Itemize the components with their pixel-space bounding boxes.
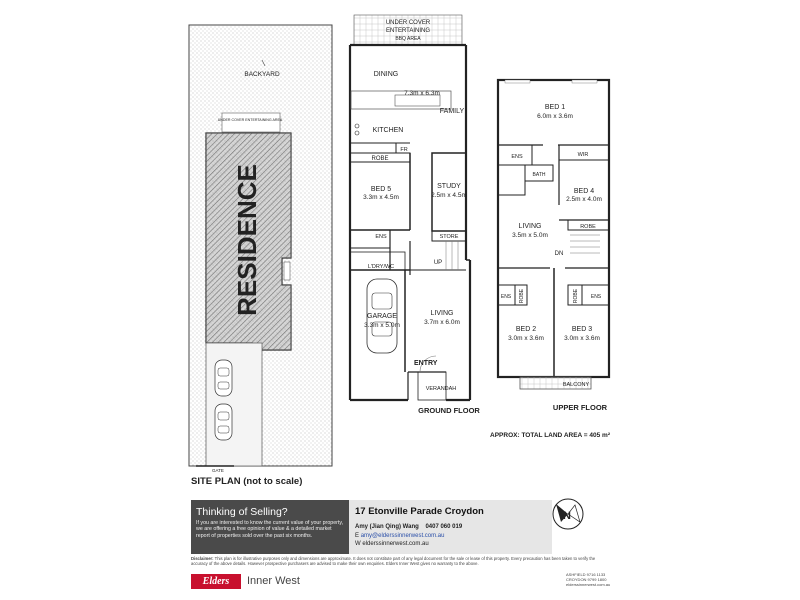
bed2-dims: 3.0m x 3.6m <box>508 335 544 342</box>
uf-ens-top-label: ENS <box>511 154 523 160</box>
office-line-3: elderssinnerwest.com.au <box>566 582 611 587</box>
ldry-wc-label: L'DRY/WC <box>368 264 394 270</box>
wir-label: WIR <box>578 152 589 158</box>
elders-logo: Elders <box>191 574 241 589</box>
gf-living-dims: 3.7m x 6.0m <box>424 319 460 326</box>
web-prefix: W <box>355 541 361 547</box>
agent-email-link[interactable]: amy@elderssinnerwest.com.au <box>360 533 445 539</box>
gf-robe-label: ROBE <box>371 156 388 162</box>
backyard-label: BACKYARD <box>244 71 280 78</box>
office-line-2: CROYDON 9799 1800 <box>566 577 607 582</box>
bed5-dims: 3.3m x 4.5m <box>363 194 399 201</box>
verandah-label: VERANDAH <box>426 386 457 392</box>
garage-dims: 3.3m x 5.0m <box>364 322 400 329</box>
uf-robe-right-label: ROBE <box>573 288 579 303</box>
upper-floor-plan <box>496 78 611 390</box>
family-label: FAMILY <box>440 108 465 115</box>
gate-label: GATE <box>212 468 224 473</box>
disclaimer: Disclaimer: This plan is for illustrativ… <box>191 556 611 566</box>
study-label: STUDY <box>437 183 461 190</box>
study-dims: 2.5m x 4.5m <box>431 192 467 199</box>
bed1-label: BED 1 <box>545 104 565 111</box>
upper-floor-labels: BED 1 6.0m x 3.6m ENS WIR BATH BED 4 2.5… <box>501 104 608 412</box>
brand-region: Inner West <box>247 575 300 587</box>
ground-floor-plan <box>348 14 472 402</box>
agent-row: Amy (Jian Qing) Wang 0407 060 019 <box>355 524 462 530</box>
listing-panel: 17 Etonville Parade Croydon Amy (Jian Qi… <box>349 500 552 554</box>
site-undercover-label: UNDER COVER ENTERTAINING AREA <box>218 118 283 122</box>
property-address: 17 Etonville Parade Croydon <box>355 506 484 517</box>
bed3-label: BED 3 <box>572 326 592 333</box>
bed2-label: BED 2 <box>516 326 536 333</box>
gf-undercover-tiles <box>353 14 463 46</box>
entry-label: ENTRY <box>414 360 438 367</box>
disclaimer-text: This plan is for illustrative purposes o… <box>191 556 596 567</box>
office-line-1: ASHFIELD 9716 1133 <box>566 572 606 577</box>
dining-label: DINING <box>374 71 399 78</box>
bed5-label: BED 5 <box>371 186 391 193</box>
car-icon <box>214 403 233 441</box>
uf-living-label: LIVING <box>519 223 542 230</box>
ground-floor-labels: UNDER COVER ENTERTAINING BBQ AREA DINING… <box>363 20 480 415</box>
selling-panel: Thinking of Selling? If you are interest… <box>191 500 349 554</box>
site-window <box>283 261 291 281</box>
agent-name: Amy (Jian Qing) Wang <box>355 524 419 530</box>
bed4-label: BED 4 <box>574 188 594 195</box>
selling-heading: Thinking of Selling? <box>196 506 288 518</box>
agent-phone: 0407 060 019 <box>425 524 463 530</box>
email-row: E amy@elderssinnerwest.com.au <box>355 533 444 539</box>
balcony-label: BALCONY <box>563 382 590 388</box>
uf-living-dims: 3.5m x 5.0m <box>512 232 548 239</box>
store-label: STORE <box>440 234 459 240</box>
land-area-label: APPROX: TOTAL LAND AREA = 405 m² <box>490 432 611 439</box>
bath-label: BATH <box>533 172 546 178</box>
kitchen-island <box>394 94 441 107</box>
site-undercover-area <box>221 112 281 133</box>
web-row: W elderssinnerwest.com.au <box>355 541 429 547</box>
garage-car-icon <box>366 278 398 354</box>
uf-robe-label: ROBE <box>580 224 596 230</box>
bed3-dims: 3.0m x 3.6m <box>564 335 600 342</box>
residence-label: RESIDENCE <box>232 164 262 316</box>
fr-label: FR <box>400 147 407 153</box>
selling-body: If you are interested to know the curren… <box>196 520 344 539</box>
family-dims: 7.3m x 6.3m <box>404 90 440 97</box>
dn-label: DN <box>555 251 564 257</box>
gf-undercover-label-1: UNDER COVER <box>386 20 431 26</box>
up-label: UP <box>434 260 442 266</box>
north-label: N <box>563 510 571 522</box>
kitchen-label: KITCHEN <box>373 127 404 134</box>
tree-icon <box>261 59 266 67</box>
garage-label: GARAGE <box>367 313 397 320</box>
gf-ens-label: ENS <box>375 234 387 240</box>
gf-living-label: LIVING <box>431 310 454 317</box>
uf-robe-left-label: ROBE <box>519 288 525 303</box>
upper-floor-title: UPPER FLOOR <box>553 403 608 412</box>
north-arrow-icon: N <box>552 498 584 530</box>
site-plan-title: SITE PLAN (not to scale) <box>191 476 302 487</box>
office-contacts: ASHFIELD 9716 1133 CROYDON 9799 1800 eld… <box>566 572 610 587</box>
bed1-dims: 6.0m x 3.6m <box>537 113 573 120</box>
gf-undercover-label-2: ENTERTAINING <box>386 28 430 34</box>
gf-undercover-label-3: BBQ AREA <box>395 36 421 42</box>
driveway <box>205 342 263 467</box>
car-icon <box>214 359 233 397</box>
residence-shade <box>206 133 291 350</box>
email-prefix: E <box>355 533 360 539</box>
ground-floor-title: GROUND FLOOR <box>418 406 480 415</box>
uf-ens-right-label: ENS <box>591 294 602 300</box>
agent-website-link[interactable]: elderssinnerwest.com.au <box>362 541 429 547</box>
disclaimer-label: Disclaimer: <box>191 556 214 561</box>
bed4-dims: 2.5m x 4.0m <box>566 196 602 203</box>
uf-ens-left-label: ENS <box>501 294 512 300</box>
site-plan: BACKYARD UNDER COVER ENTERTAINING AREA R… <box>188 24 333 487</box>
